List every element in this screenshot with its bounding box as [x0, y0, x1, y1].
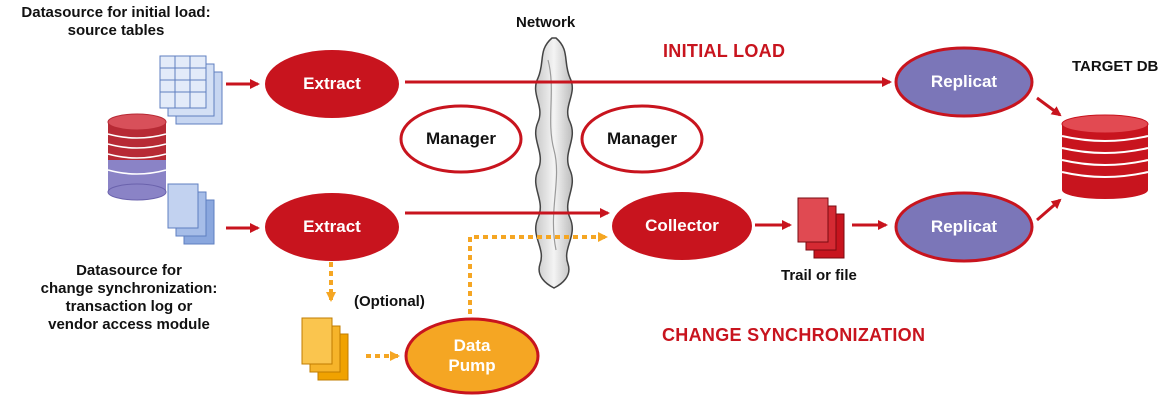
extract-bottom-node[interactable]	[265, 193, 399, 261]
optional-label: (Optional)	[354, 293, 425, 310]
replicat-top-label: Replicat	[930, 72, 998, 91]
collector-label: Collector	[645, 216, 719, 235]
replicat-top-node[interactable]	[894, 46, 1034, 118]
arrow-replicat-to-target-top	[1036, 96, 1062, 117]
data-pump-node[interactable]	[404, 317, 540, 395]
database-icon	[107, 113, 167, 201]
extract-bottom-label: Extract	[303, 217, 361, 236]
replicat-bottom-label: Replicat	[930, 217, 998, 236]
initial-source-label: Datasource for initial load: source tabl…	[21, 4, 211, 39]
document-stack-icon	[167, 183, 215, 245]
manager-left-node[interactable]	[399, 104, 523, 174]
table-stack-icon	[159, 55, 223, 125]
manager-right-node[interactable]	[580, 104, 704, 174]
collector-node[interactable]	[612, 192, 752, 260]
manager-left-label: Manager	[426, 129, 496, 148]
database-icon	[1061, 114, 1149, 199]
data-pump-label: Data Pump	[448, 336, 496, 375]
initial-load-label: INITIAL LOAD	[663, 41, 786, 61]
arrow-replicat-to-target-bottom	[1036, 198, 1062, 222]
extract-top-node[interactable]	[265, 50, 399, 118]
network-label: Network	[516, 14, 576, 31]
target-db-label: TARGET DB	[1072, 58, 1159, 75]
change-sync-label: CHANGE SYNCHRONIZATION	[662, 325, 926, 345]
replicat-bottom-node[interactable]	[894, 191, 1034, 263]
arrow-pump-to-collector	[468, 232, 608, 314]
document-stack-icon	[301, 317, 349, 381]
change-source-label: Datasource for change synchronization: t…	[40, 262, 218, 333]
document-stack-icon	[797, 197, 845, 259]
trail-label: Trail or file	[781, 267, 857, 284]
manager-right-label: Manager	[607, 129, 677, 148]
network-cloud-icon	[534, 37, 573, 289]
extract-top-label: Extract	[303, 74, 361, 93]
